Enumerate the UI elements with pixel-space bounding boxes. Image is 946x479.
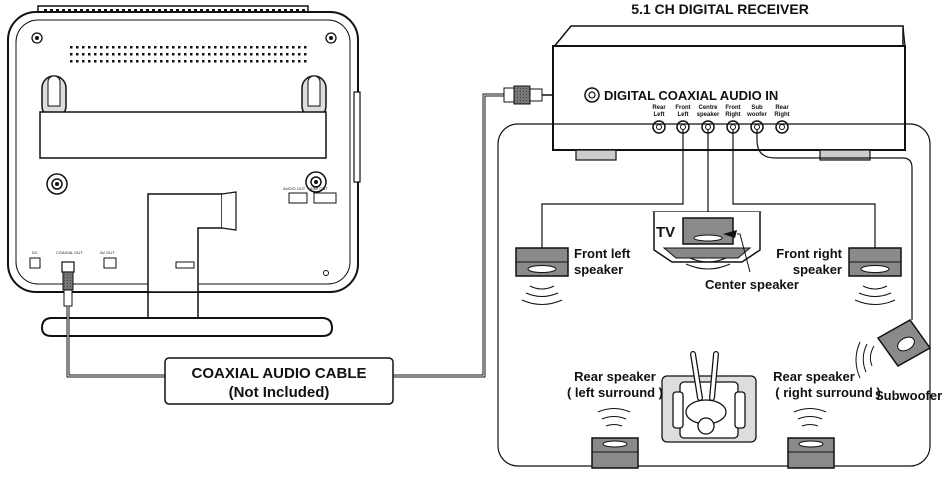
receiver-foot [819,149,871,161]
rear-right-label-1: Rear speaker [773,369,855,384]
vent-grid [70,46,307,63]
dc-jack-icon [29,257,41,269]
port-label-line1: Front [675,105,690,111]
audio-out-jack-icon [288,192,308,204]
front-right-label-1: Front right [776,246,842,261]
port-label-line1: Sub [751,105,763,111]
speaker-wires [541,130,913,320]
front-left-speaker-icon [515,247,569,305]
center-speaker-icon [682,217,734,270]
center-speaker-label: Center speaker [705,277,799,292]
pointer-arrow-icon [723,230,737,238]
port-label-line1: Centre [698,105,718,111]
rear-left-speaker-icon [591,408,639,469]
receiver-body [552,45,906,151]
front-right-speaker-icon [848,247,902,305]
front-left-label-1: Front left [574,246,631,261]
cable-label-line1: COAXIAL AUDIO CABLE [191,365,366,382]
port-label-line2: woofer [746,112,767,118]
cable-label-box [164,357,394,405]
port-label-line2: Right [774,112,789,118]
tv-label: TV [656,224,675,241]
rear-right-label-2: ( right surround ) [775,385,880,400]
listener-icon [661,351,757,443]
rear-right-speaker-icon [787,408,835,469]
coax-plug-device [61,261,75,307]
coax-plug-receiver [503,85,543,105]
device-rear-panel: DC COAXIAL OUT AV OUT AUDIO OUT HDMI OUT [7,5,361,337]
subwoofer-icon [855,319,932,379]
port-label-audio-out: AUDIO OUT [283,186,306,191]
stand-base [40,317,334,337]
port-label-dc: DC [32,250,38,255]
side-button-strip [353,91,361,183]
port-label-coaxial-out: COAXIAL OUT [56,250,83,255]
keyhole-right [301,75,327,119]
rear-left-label-1: Rear speaker [574,369,656,384]
port-label-line1: Rear [775,105,789,111]
rear-left-label-2: ( left surround ) [567,385,663,400]
keyhole-left [41,75,67,119]
port-label-av-out: AV OUT [100,250,115,255]
cable-label-line2: (Not Included) [229,384,330,401]
av-out-jack-icon [103,257,117,269]
room-outline [497,123,931,467]
port-label-hdmi-out: HDMI OUT [308,186,328,191]
port-label-line2: Left [654,112,665,118]
receiver-title: 5.1 CH DIGITAL RECEIVER [631,1,809,17]
receiver-foot [575,149,617,161]
port-label-line2: Left [678,112,689,118]
port-label-line1: Rear [652,105,666,111]
front-left-label-2: speaker [574,262,623,277]
port-label-line1: Front [725,105,740,111]
coax-input-label: DIGITAL COAXIAL AUDIO IN [604,88,778,103]
port-label-line2: Right [725,112,740,118]
receiver-unit: DIGITAL COAXIAL AUDIO IN [552,25,906,161]
center-speaker-leader [737,233,751,273]
port-label-line2: speaker [697,112,720,118]
hdmi-out-jack-icon [313,192,337,204]
speaker-output-ports: RearLeftFrontLeftCentrespeakerFrontRight… [652,105,790,134]
subwoofer-label: Subwoofer [875,388,942,403]
front-right-label-2: speaker [793,262,842,277]
label-plate [39,111,327,159]
